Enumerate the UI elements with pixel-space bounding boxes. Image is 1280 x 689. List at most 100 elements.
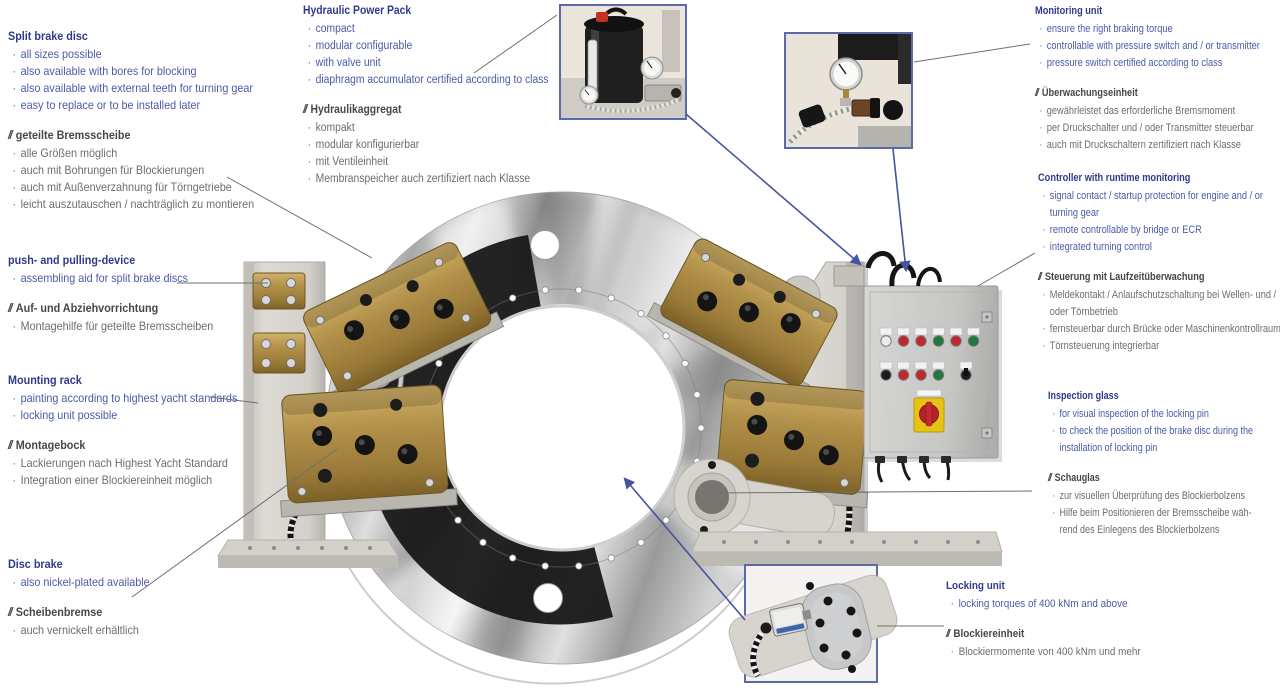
bullet-text: alle Größen möglich [20,146,118,160]
disc-bolt-hole [575,562,583,570]
bullet-dot-icon: · [307,74,312,86]
photo-inset-power-pack [559,4,687,120]
callout-bullet-de: ·auch mit Außenverzahnung für Törngetrie… [8,179,254,196]
bullet-text: controllable with pressure switch and / … [1046,40,1260,52]
bullet-text: mit Ventileinheit [315,156,389,168]
photo-inset-locking-unit [728,564,898,683]
callout-push-pull-device: push- and pulling-device·assembling aid … [8,252,213,335]
bullet-text: easy to replace or to be installed later [20,98,201,112]
bullet-text: auch vernickelt erhältlich [20,623,139,637]
bullet-dot-icon: · [307,57,312,69]
callout-bullet-en: ·controllable with pressure switch and /… [1035,38,1260,55]
callout-bullet-en: ·with valve unit [303,55,549,72]
bullet-text: Lackierungen nach Highest Yacht Standard [20,456,228,470]
callout-bullet-de: ·auch mit Bohrungen für Blockierungen [8,162,254,179]
bullet-text: gewährleistet das erforderliche Bremsmom… [1046,105,1236,117]
callout-title-de: //Hydraulikaggregat [303,104,402,116]
callout-hydraulic-power-pack: Hydraulic Power Pack·compact·modular con… [303,3,549,188]
disc-bolt-hole [637,309,645,318]
push-pull-device-lower [252,332,306,374]
callout-title-de: //Schauglas [1048,472,1100,484]
indicator-light-green [967,335,980,347]
callout-mounting-rack: Mounting rack·painting according to high… [8,372,237,489]
bullet-dot-icon: · [12,146,17,160]
callout-bullet-de: ·auch vernickelt erhältlich [8,622,150,639]
bullet-dot-icon: · [1042,190,1046,202]
bullet-dot-icon: · [12,197,17,211]
bullet-text: Törnsteuerung integrierbar [1049,340,1160,352]
bullet-text: locking torques of 400 kNm and above [958,598,1128,610]
light-label-plate [967,327,980,336]
double-slash-icon: // [1035,87,1039,99]
bullet-dot-icon: · [12,319,17,333]
callout-bullet-de: ·Lackierungen nach Highest Yacht Standar… [8,455,237,472]
bullet-text: painting according to highest yacht stan… [20,391,238,405]
bullet-text: auch mit Druckschaltern zertifiziert nac… [1046,139,1241,151]
bullet-text: also available with bores for blocking [20,64,197,78]
callout-title-en: Disc brake [8,557,63,571]
callout-title-en: Inspection glass [1048,390,1119,402]
main-switch [913,389,945,433]
bullet-text: Blockiermomente von 400 kNm und mehr [958,646,1141,658]
bullet-dot-icon: · [307,23,312,35]
bullet-dot-icon: · [1039,57,1043,69]
callout-bullet-en: ·to check the position of the brake disc… [1048,423,1253,457]
callout-bullet-de: ·Meldekontakt / Anlaufschutzschaltung be… [1038,287,1280,321]
brake-caliper-upper-left [303,242,505,408]
indicator-light-green [932,335,945,347]
callout-disc-brake: Disc brake·also nickel-plated available/… [8,556,150,639]
callout-split-brake-disc: Split brake disc·all sizes possible·also… [8,28,254,213]
indicator-light-red [950,335,962,347]
disc-bolt-hole [697,424,705,432]
indicator-light-red [897,335,910,347]
callout-bullet-en: ·painting according to highest yacht sta… [8,390,238,407]
callout-bullet-de: ·Blockiermomente von 400 kNm und mehr [946,644,1141,661]
callout-title-de: //Scheibenbremse [8,605,103,619]
bullet-text: kompakt [315,122,355,134]
callout-bullet-de: ·mit Ventileinheit [303,154,549,171]
bullet-dot-icon: · [1039,139,1043,151]
bullet-dot-icon: · [12,391,17,405]
callout-bullet-en: ·assembling aid for split brake discs [8,270,213,287]
bullet-dot-icon: · [12,47,17,61]
bullet-dot-icon: · [1042,241,1046,253]
bullet-dot-icon: · [12,408,17,422]
callout-bullet-en: ·signal contact / startup protection for… [1038,188,1280,222]
indicator-light-white [880,335,892,347]
indicator-light-panel [879,327,980,381]
cable-glands [875,456,951,463]
locking-unit-bolts [806,582,862,673]
bullet-dot-icon: · [307,122,312,134]
callout-title-de: //Überwachungseinheit [1035,87,1138,99]
bullet-text: with valve unit [315,57,381,69]
bullet-text: Integration einer Blockiereinheit möglic… [20,473,213,487]
callout-bullet-de: ·auch mit Druckschaltern zertifiziert na… [1035,137,1260,154]
toggle-switch [964,368,968,376]
double-slash-icon: // [8,128,13,142]
light-label-plate [897,327,910,336]
callout-controller-runtime-monitoring: Controller with runtime monitoring·signa… [1038,170,1280,355]
callout-bullet-en: ·for visual inspection of the locking pi… [1048,406,1253,423]
light-label-plate [879,361,893,370]
bullet-dot-icon: · [12,64,17,78]
bullet-text: signal contact / startup protection for … [1049,190,1263,219]
bullet-text: per Druckschalter und / oder Transmitter… [1046,122,1254,134]
bullet-text: for visual inspection of the locking pin [1059,408,1209,420]
disc-bolt-hole [541,286,549,294]
double-slash-icon: // [8,301,13,315]
indicator-light-black [880,369,892,381]
bullet-text: Meldekontakt / Anlaufschutzschaltung bei… [1049,289,1277,318]
bullet-dot-icon: · [12,473,17,487]
light-label-plate [879,327,893,336]
callout-title-de: //Blockiereinheit [946,628,1025,640]
bullet-dot-icon: · [12,271,17,285]
callout-bullet-de: ·fernsteuerbar durch Brücke oder Maschin… [1038,321,1280,338]
disc-bolt-hole [541,562,549,570]
callout-bullet-de: ·Integration einer Blockiereinheit mögli… [8,472,237,489]
bullet-text: locking unit possible [20,408,118,422]
bullet-dot-icon: · [1052,425,1056,437]
disc-bolt-hole [693,391,701,399]
callout-bullet-en: ·locking unit possible [8,407,237,424]
disc-bolt-hole [662,332,670,340]
bullet-text: auch mit Außenverzahnung für Törngetrieb… [20,180,232,194]
